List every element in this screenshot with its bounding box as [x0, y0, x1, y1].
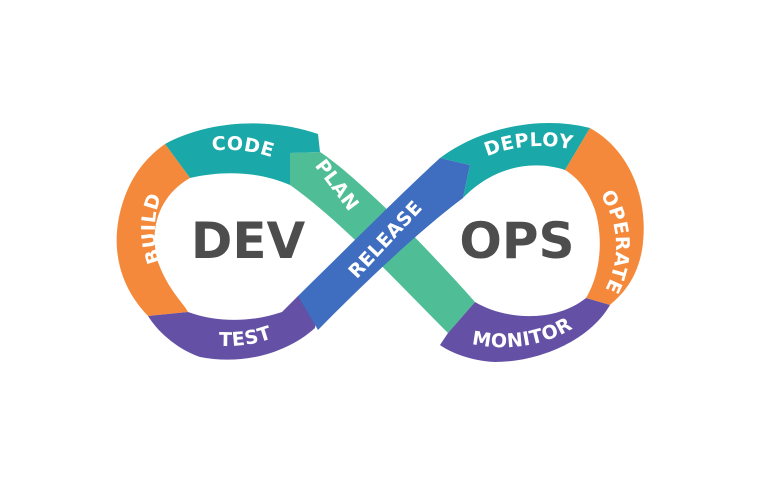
monitor-segment — [440, 298, 610, 362]
deploy-segment — [440, 122, 590, 198]
release-segment — [298, 158, 470, 330]
build-segment — [116, 144, 190, 316]
dev-label: DEV — [191, 212, 306, 270]
build-label: BUILD — [138, 191, 166, 267]
operate-segment — [565, 128, 644, 305]
ops-label: OPS — [459, 212, 574, 270]
test-segment — [148, 296, 318, 360]
code-segment — [165, 123, 320, 185]
